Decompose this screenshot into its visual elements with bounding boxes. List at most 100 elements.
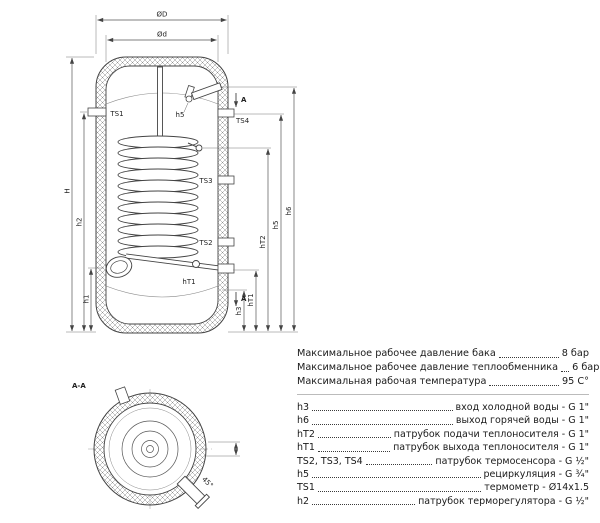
port-label-ts3: TS3: [198, 177, 212, 185]
legend-desc: выход горячей воды - G 1": [455, 415, 589, 427]
dotted-leader: [312, 477, 481, 479]
coil-inlet-fitting: [195, 144, 203, 152]
ts1-nozzle: [87, 107, 107, 117]
section-pipe-45: [176, 475, 211, 510]
section-dim-ext: [204, 441, 240, 457]
spec-row: Максимальное рабочее давление теплообмен…: [297, 361, 599, 375]
spec-value: 95 C°: [561, 376, 589, 387]
legend-desc: патрубок выхода теплоносителя - G 1": [393, 442, 589, 454]
dotted-leader: [312, 504, 416, 506]
section-view-aa: A-A 45°: [72, 382, 240, 511]
dim-label-h1: h1: [83, 295, 91, 304]
coil-outlet-pipe: [125, 254, 220, 270]
section-center-pipe: [146, 445, 154, 453]
section-ring-1: [108, 407, 192, 491]
legend-code: TS1: [297, 482, 315, 494]
h5-leader: [183, 102, 189, 113]
section-center-pipe-outer: [141, 440, 159, 458]
section-cut-label-top: A: [241, 96, 247, 104]
legend-code: h6: [297, 415, 310, 427]
legend: h3 вход холодной воды - G 1" h6 выход го…: [297, 401, 589, 508]
dimension-labels: ØD Ød H h2 h1 h3 hT1 hT2 h5 h6: [64, 11, 294, 316]
dimensions: [66, 15, 298, 333]
dim-label-hT2: hT2: [259, 235, 267, 248]
port-label-ht1: hT1: [182, 278, 195, 286]
dotted-leader: [312, 423, 453, 425]
dim-label-h2: h2: [76, 218, 84, 227]
dim-label-d: Ød: [157, 31, 167, 39]
spec-row: Максимальная рабочая температура 95 C°: [297, 375, 589, 389]
divider: [297, 394, 589, 395]
legend-code: hT1: [297, 442, 315, 454]
dim-label-h5: h5: [272, 221, 280, 230]
coil-inlet-line: [187, 142, 198, 148]
dotted-leader: [317, 450, 391, 452]
dim-label-H: H: [64, 188, 72, 193]
legend-code: h2: [297, 495, 310, 507]
legend-row: TS1 термометр - Ø14x1.5: [297, 481, 589, 494]
legend-row: h6 выход горячей воды - G 1": [297, 414, 589, 427]
section-coil-outer: [121, 420, 179, 478]
legend-desc: рециркуляция - G ¾": [483, 469, 589, 481]
spec-text-block: Максимальное рабочее давление бака 8 бар…: [297, 347, 599, 508]
port-label-ts1: TS1: [109, 110, 123, 118]
bottom-dome-weld: [105, 285, 219, 298]
center-pipe: [157, 66, 163, 145]
section-title: A-A: [72, 382, 86, 390]
legend-row: hT1 патрубок выхода теплоносителя - G 1": [297, 441, 589, 454]
inspection-flange: [105, 256, 133, 278]
legend-row: h5 рециркуляция - G ¾": [297, 468, 589, 481]
dotted-leader: [498, 357, 559, 358]
extension-lines: [66, 15, 298, 333]
dotted-leader: [317, 437, 391, 439]
spec-value: 6 бар: [572, 362, 600, 373]
dotted-leader: [365, 464, 433, 466]
legend-row: TS2, TS3, TS4 патрубок термосенсора - G …: [297, 455, 589, 468]
legend-row: h3 вход холодной воды - G 1": [297, 401, 589, 414]
section-inner-vessel: [103, 402, 197, 496]
ts3-nozzle: [217, 175, 235, 185]
coil-outlet-fitting: [192, 260, 200, 268]
legend-desc: патрубок термосенсора - G ½": [435, 455, 589, 467]
spec-row: Максимальное рабочее давление бака 8 бар: [297, 347, 589, 361]
legend-code: h5: [297, 469, 310, 481]
hot-water-outlet-pipe: [190, 82, 223, 101]
dim-label-hT1: hT1: [247, 293, 255, 306]
port-label-ts2: TS2: [198, 239, 212, 247]
dotted-leader: [489, 385, 559, 386]
legend-code: h3: [297, 402, 310, 413]
ts2-nozzle: [217, 237, 235, 247]
legend-code: TS2, TS3, TS4: [297, 455, 363, 467]
ht1-nozzle: [217, 263, 235, 274]
angle-label: 45°: [200, 475, 214, 489]
legend-row: hT2 патрубок подачи теплоносителя - G 1": [297, 428, 589, 441]
section-coil-inner: [131, 430, 169, 468]
specs: Максимальное рабочее давление бака 8 бар…: [297, 347, 599, 389]
dim-label-h6: h6: [285, 206, 293, 215]
recirculation-fitting: [185, 95, 193, 103]
legend-desc: патрубок терморегулятора - G ½": [418, 495, 589, 507]
port-label-ts4: TS4: [235, 117, 250, 125]
dotted-leader: [312, 410, 453, 412]
spec-value: 8 бар: [561, 348, 589, 359]
section-cut-marks: A A: [233, 93, 247, 307]
dim-label-h3: h3: [235, 307, 243, 316]
section-cut-label-bottom: A: [241, 295, 247, 303]
heat-exchanger-coil: [117, 135, 199, 259]
legend-code: hT2: [297, 428, 315, 440]
dotted-leader: [317, 490, 482, 492]
tank-front-view: TS1 TS4 TS3 TS2 hT1 h5: [87, 56, 250, 334]
legend-desc: вход холодной воды - G 1": [455, 402, 589, 413]
dotted-leader: [561, 371, 570, 372]
spec-label: Максимальное рабочее давление бака: [297, 348, 496, 359]
section-top-stub: [114, 386, 131, 405]
ts4-nozzle: [217, 108, 235, 118]
dim-label-D: ØD: [157, 11, 168, 19]
legend-row: h2 патрубок терморегулятора - G ½": [297, 495, 589, 508]
port-label-h5: h5: [176, 111, 185, 119]
legend-desc: термометр - Ø14x1.5: [484, 482, 589, 494]
spec-label: Максимальное рабочее давление теплообмен…: [297, 362, 559, 373]
legend-desc: патрубок подачи теплоносителя - G 1": [393, 428, 589, 440]
